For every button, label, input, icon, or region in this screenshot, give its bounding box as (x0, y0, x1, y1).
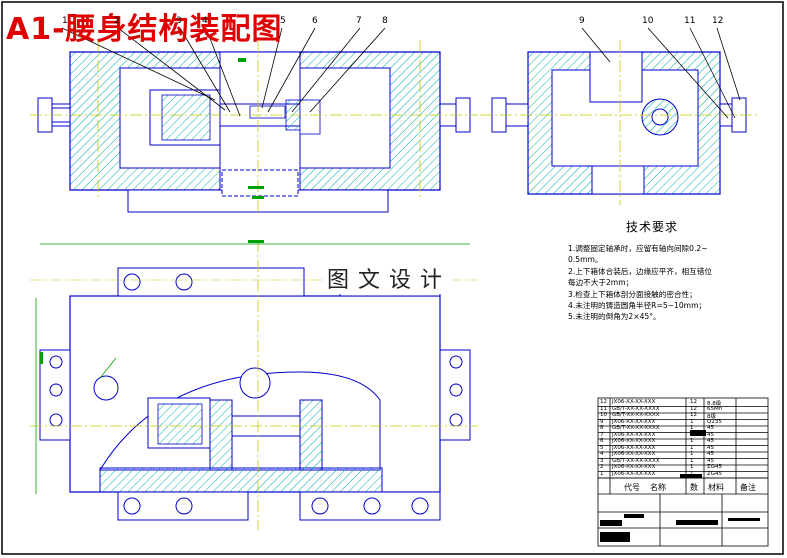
parts-row-material: ZG45 (707, 470, 723, 477)
parts-row-material: 45 (707, 457, 714, 464)
tech-line: 2.上下箱体合装后，边缘应平齐，相互错位 (568, 266, 712, 276)
parts-row-qty: 1 (690, 457, 694, 464)
parts-row-qty: 1 (690, 464, 694, 470)
drawing-title: A1-腰身结构装配图 (6, 12, 283, 47)
title-block-marks (600, 430, 760, 542)
parts-row-no: 9 (600, 418, 604, 425)
parts-row-qty: 1 (690, 418, 694, 425)
parts-row-no: 2 (600, 464, 604, 470)
parts-row-no: 7 (600, 431, 604, 438)
parts-row-material: 65Mn (707, 405, 723, 412)
parts-row-no: 5 (600, 444, 604, 451)
callout-5: 5 (280, 16, 286, 26)
tech-line: 1.调整固定轴承时，应留有轴向间隙0.2~ (568, 244, 708, 253)
parts-row-no: 8 (600, 425, 604, 431)
callout-7: 7 (356, 16, 362, 26)
parts-row-code: JX06-XX-XX-XXX (612, 418, 656, 425)
tb-header-material: 材料 (708, 483, 724, 492)
parts-row-qty: 12 (690, 412, 697, 418)
parts-row-qty: 12 (690, 405, 697, 412)
side-section-view (480, 27, 760, 205)
tech-heading: 技术要求 (626, 220, 679, 234)
callout-10: 10 (642, 16, 654, 26)
technical-requirements: 技术要求 1.调整固定轴承时，应留有轴向间隙0.2~ 0.5mm。 2.上下箱体… (568, 218, 712, 323)
tb-header-remarks: 备注 (740, 483, 756, 492)
parts-row-qty: 1 (690, 470, 694, 477)
parts-row-code: JX06-XX-XX-XXX (612, 438, 656, 444)
callout-9: 9 (579, 16, 585, 26)
callout-2: 2 (114, 16, 120, 26)
parts-row-qty: 1 (690, 451, 694, 457)
callout-11: 11 (684, 16, 696, 26)
tb-header-code: 代号 (624, 483, 640, 492)
front-section-view (30, 27, 478, 215)
parts-row-no: 4 (600, 451, 604, 457)
parts-row-material: 45 (707, 438, 714, 444)
parts-row-material: 45 (707, 444, 714, 451)
bolt-right (439, 97, 471, 133)
parts-row-material: 45 (707, 425, 714, 431)
parts-row-code: JX06-XX-XX-XXX (612, 464, 656, 470)
callout-6: 6 (312, 16, 318, 26)
parts-row-no: 6 (600, 438, 604, 444)
parts-row-no: 11 (600, 405, 607, 412)
parts-row-code: JX06-XX-XX-XXX (612, 470, 656, 477)
parts-row-code: JX06-XX-XX-XXX (612, 444, 656, 451)
tb-header-name: 名称 (650, 483, 666, 492)
callout-12: 12 (712, 16, 724, 26)
parts-row-material: Q235 (707, 418, 722, 425)
tech-line: 0.5mm。 (568, 255, 603, 265)
parts-row-material: 8.8级 (707, 401, 722, 407)
parts-row-qty: 12 (690, 399, 697, 405)
parts-row-material: 45 (707, 431, 714, 438)
parts-row-code: GB/T-XX-XX-XXXX (612, 412, 660, 418)
tech-line: 3.检查上下箱体剖分面接触的密合性； (568, 289, 697, 299)
parts-row-code: GB/T-XX-XX-XXXX (612, 405, 660, 412)
tech-line: 每边不大于2mm； (568, 278, 634, 288)
watermark-text: 图文设计 (325, 262, 454, 294)
callout-3: 3 (176, 16, 182, 26)
tech-line: 5.未注明的倒角为2×45°。 (568, 312, 661, 322)
parts-row-qty: 1 (690, 425, 694, 431)
parts-row-code: JX06-XX-XX-XXX (612, 431, 656, 438)
parts-row-code: JX06-XX-XX-XXX (612, 451, 656, 457)
parts-row-material: ZG45 (707, 464, 723, 470)
parts-row-qty: 1 (690, 431, 694, 438)
parts-row-material: 45 (707, 451, 714, 457)
parts-row-qty: 1 (690, 438, 694, 444)
parts-row-code: JX06-XX-XX-XXX (612, 399, 656, 405)
parts-row-qty: 1 (690, 444, 694, 451)
parts-row-no: 1 (600, 470, 604, 477)
tb-header-qty: 数 (690, 483, 698, 492)
callout-4: 4 (202, 16, 208, 26)
parts-row-code: GB/T-XX-XX-XXXX (612, 425, 660, 431)
tech-line: 4.未注明的铸造圆角半径R=5~10mm； (568, 301, 707, 311)
callout-1: 1 (62, 16, 68, 26)
callout-8: 8 (382, 16, 388, 26)
parts-row-material: 8级 (707, 414, 716, 420)
parts-row-no: 10 (600, 412, 607, 418)
parts-row-code: GB/T-XX-XX-XXXX (612, 457, 660, 464)
title-block (597, 397, 769, 547)
parts-row-no: 12 (600, 399, 607, 405)
parts-row-no: 3 (600, 457, 604, 464)
